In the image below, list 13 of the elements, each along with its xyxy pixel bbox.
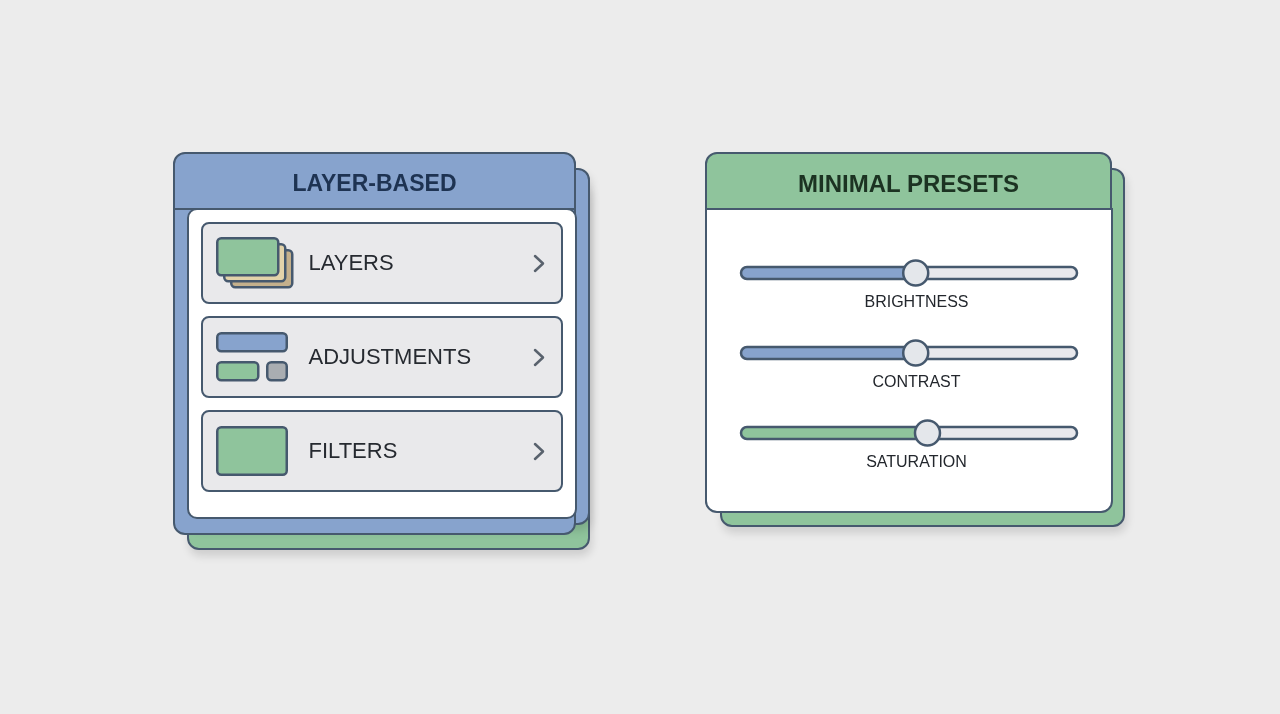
panel-title: MINIMAL PRESETS — [798, 169, 1019, 198]
menu-row — [201, 316, 563, 398]
slider-label: SATURATION — [866, 453, 967, 472]
menu-row — [201, 222, 563, 304]
menu-row — [201, 410, 563, 492]
slider-label: CONTRAST — [872, 373, 961, 392]
row-label: ADJUSTMENTS — [308, 344, 472, 370]
panel-title: LAYER-BASED — [292, 170, 457, 197]
row-label: FILTERS — [308, 438, 398, 464]
row-label: LAYERS — [308, 250, 394, 276]
panel — [173, 152, 576, 535]
slider-label: BRIGHTNESS — [864, 293, 969, 312]
panel — [705, 152, 1112, 512]
